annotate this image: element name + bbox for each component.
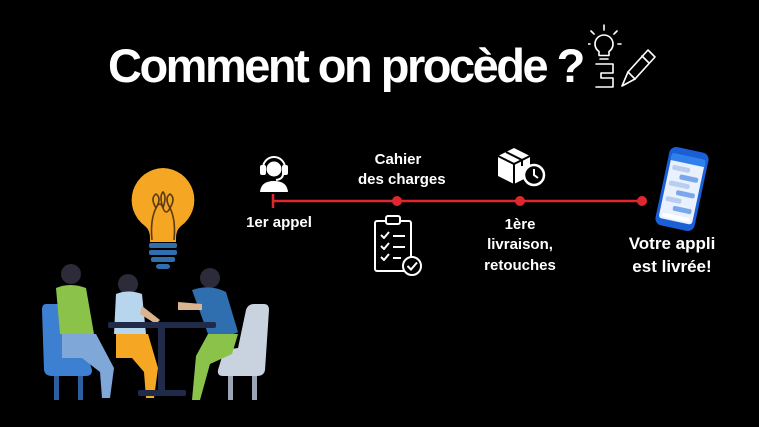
- smartphone-chat-icon: [655, 147, 709, 231]
- package-clock-icon: [497, 148, 546, 187]
- timeline: [271, 194, 647, 208]
- lightbulb-icon: [131, 168, 195, 269]
- checklist-icon: [374, 215, 422, 276]
- headset-support-icon: [260, 156, 288, 192]
- timeline-dot: [637, 196, 647, 206]
- timeline-dot: [515, 196, 525, 206]
- team-meeting-illustration: [42, 264, 269, 400]
- lightbulb-pencil-icon: [588, 24, 656, 88]
- step-label-2: Cahier des charges: [358, 151, 446, 189]
- page-title: Comment on procède ?: [108, 39, 585, 92]
- step-label-3: 1ère livraison, retouches: [484, 216, 556, 274]
- timeline-dot: [392, 196, 402, 206]
- step-label-4: Votre appli est livrée!: [628, 234, 716, 276]
- step-label-1: 1er appel: [246, 214, 312, 231]
